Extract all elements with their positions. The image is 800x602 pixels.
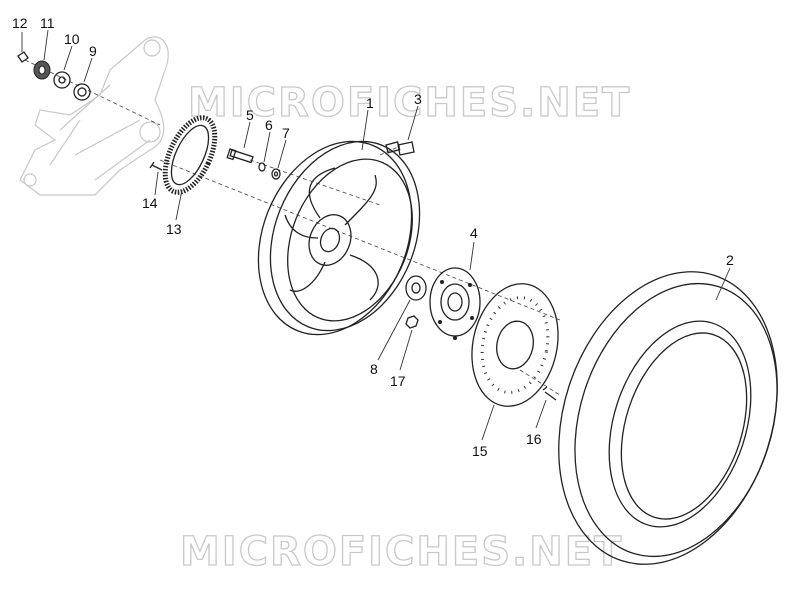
callout-11: 11 [40,15,55,31]
callout-5: 5 [246,107,254,123]
callout-7: 7 [282,125,290,141]
part-13-abs-tone-ring [162,115,218,195]
leader-lines [21,29,731,441]
callout-17: 17 [390,373,406,389]
part-10-washer [53,71,71,89]
watermark-top: MICROFICHES.NET [188,80,631,126]
part-14-bolt [149,161,163,171]
callout-15: 15 [472,443,488,459]
callout-9: 9 [89,43,97,59]
part-16-disc-bolt [542,386,557,401]
callout-8: 8 [370,361,378,377]
callout-4: 4 [470,225,478,241]
watermark-bottom: MICROFICHES.NET [180,529,623,575]
part-15-brake-disc [471,283,559,407]
part-11-nut [33,60,51,80]
swingarm-bracket [19,36,169,196]
callout-13: 13 [166,221,182,237]
callout-1: 1 [366,95,374,111]
callout-10: 10 [64,31,80,47]
part-7-washer [271,168,281,180]
part-5-bolt [226,148,254,164]
callout-3: 3 [414,91,422,107]
part-2-tyre [558,271,778,565]
part-1-wheel-rim [257,140,421,336]
part-17-nut [405,315,419,329]
callout-14: 14 [142,195,158,211]
callout-16: 16 [526,431,542,447]
part-9-spacer [73,83,91,101]
callout-12: 12 [12,15,28,31]
part-3-valve [385,141,415,156]
part-6-washer [258,162,266,172]
part-4-hub-flange [429,267,481,340]
callout-labels: 12 11 10 9 5 6 7 1 3 14 13 4 2 8 17 15 1… [12,15,734,459]
callout-2: 2 [726,252,734,268]
part-8-spacer [405,275,427,301]
callout-6: 6 [265,117,273,133]
part-12-clip [17,51,29,63]
